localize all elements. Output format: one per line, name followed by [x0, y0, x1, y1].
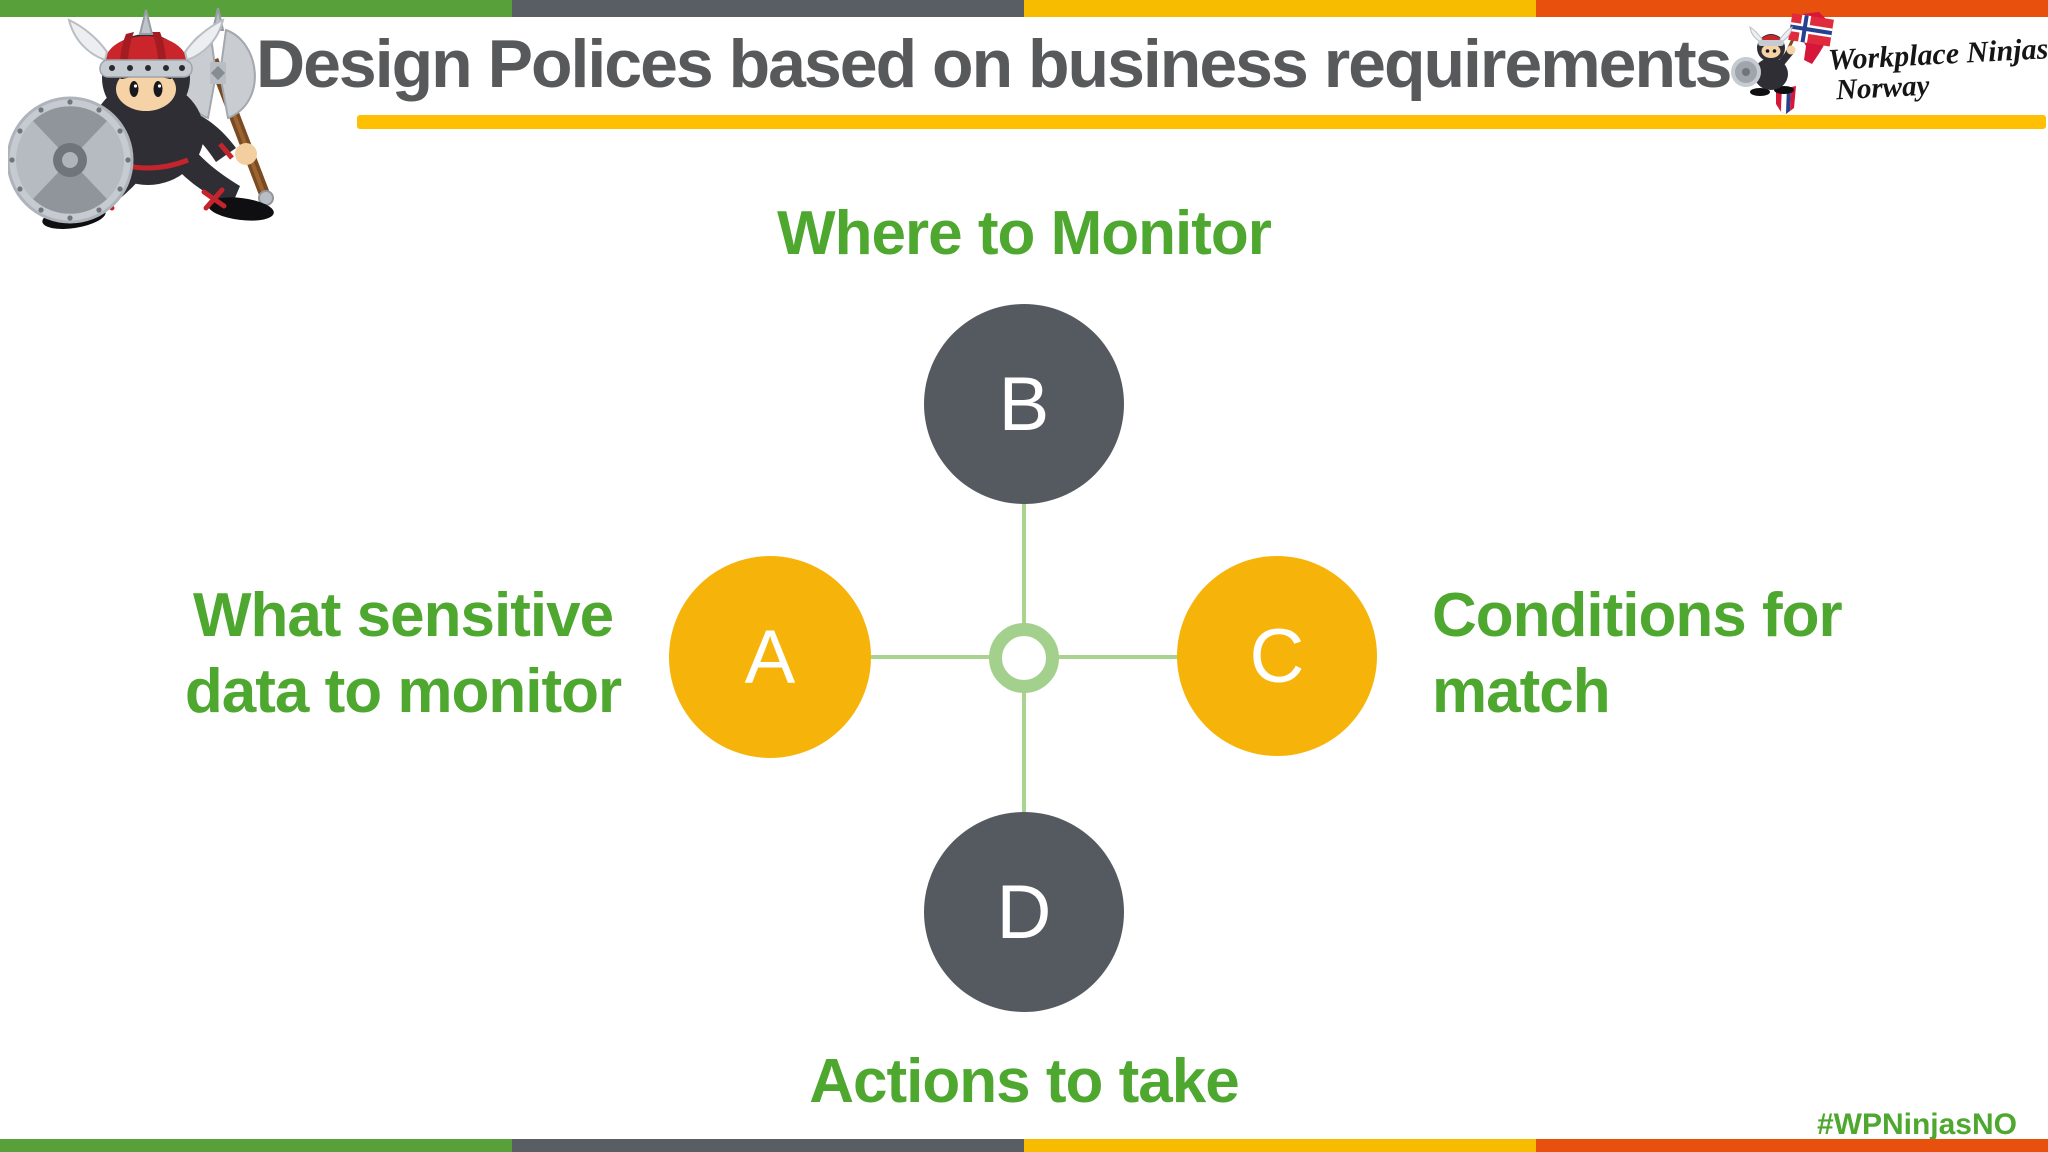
page-title: Design Polices based on business require… [256, 26, 1732, 102]
workplace-ninjas-logo: Workplace Ninjas Norway [1724, 10, 2048, 120]
ninja-norway-flag-logo-icon [1731, 12, 1834, 115]
top-bar-segment-green [0, 0, 512, 17]
top-bar-segment-gray [512, 0, 1024, 17]
label-what-sensitive-data: What sensitive data to monitor [128, 578, 678, 730]
label-left-line1: What sensitive [192, 581, 614, 650]
bottom-bar-segment-yellow [1024, 1139, 1536, 1152]
top-color-bar [0, 0, 2048, 17]
viking-helmet-icon [67, 9, 225, 78]
node-c: C [1177, 556, 1377, 756]
bottom-bar-segment-orange [1536, 1139, 2048, 1152]
top-bar-segment-yellow [1024, 0, 1536, 17]
node-a: A [669, 556, 871, 758]
bottom-bar-segment-green [0, 1139, 512, 1152]
title-underline [357, 115, 2046, 129]
label-left-line2: data to monitor [184, 657, 622, 726]
viking-ninja-mascot-icon [8, 8, 274, 229]
logo-text-line1: Workplace Ninjas [1827, 32, 2048, 77]
center-ring-icon [989, 623, 1059, 693]
logo-text-line2: Norway [1835, 69, 1931, 107]
hashtag-label: #WPNinjasNO [1816, 1108, 2017, 1141]
label-right-line1: Conditions for [1432, 581, 1843, 650]
bottom-color-bar [0, 1139, 2048, 1152]
label-conditions-for-match: Conditions for match [1432, 578, 1992, 730]
top-bar-segment-orange [1536, 0, 2048, 17]
node-d: D [924, 812, 1124, 1012]
shield-icon [8, 96, 134, 224]
bottom-bar-segment-gray [512, 1139, 1024, 1152]
label-right-line2: match [1432, 657, 1611, 726]
label-where-to-monitor: Where to Monitor [777, 199, 1272, 268]
node-b: B [924, 304, 1124, 504]
label-actions-to-take: Actions to take [809, 1047, 1239, 1116]
